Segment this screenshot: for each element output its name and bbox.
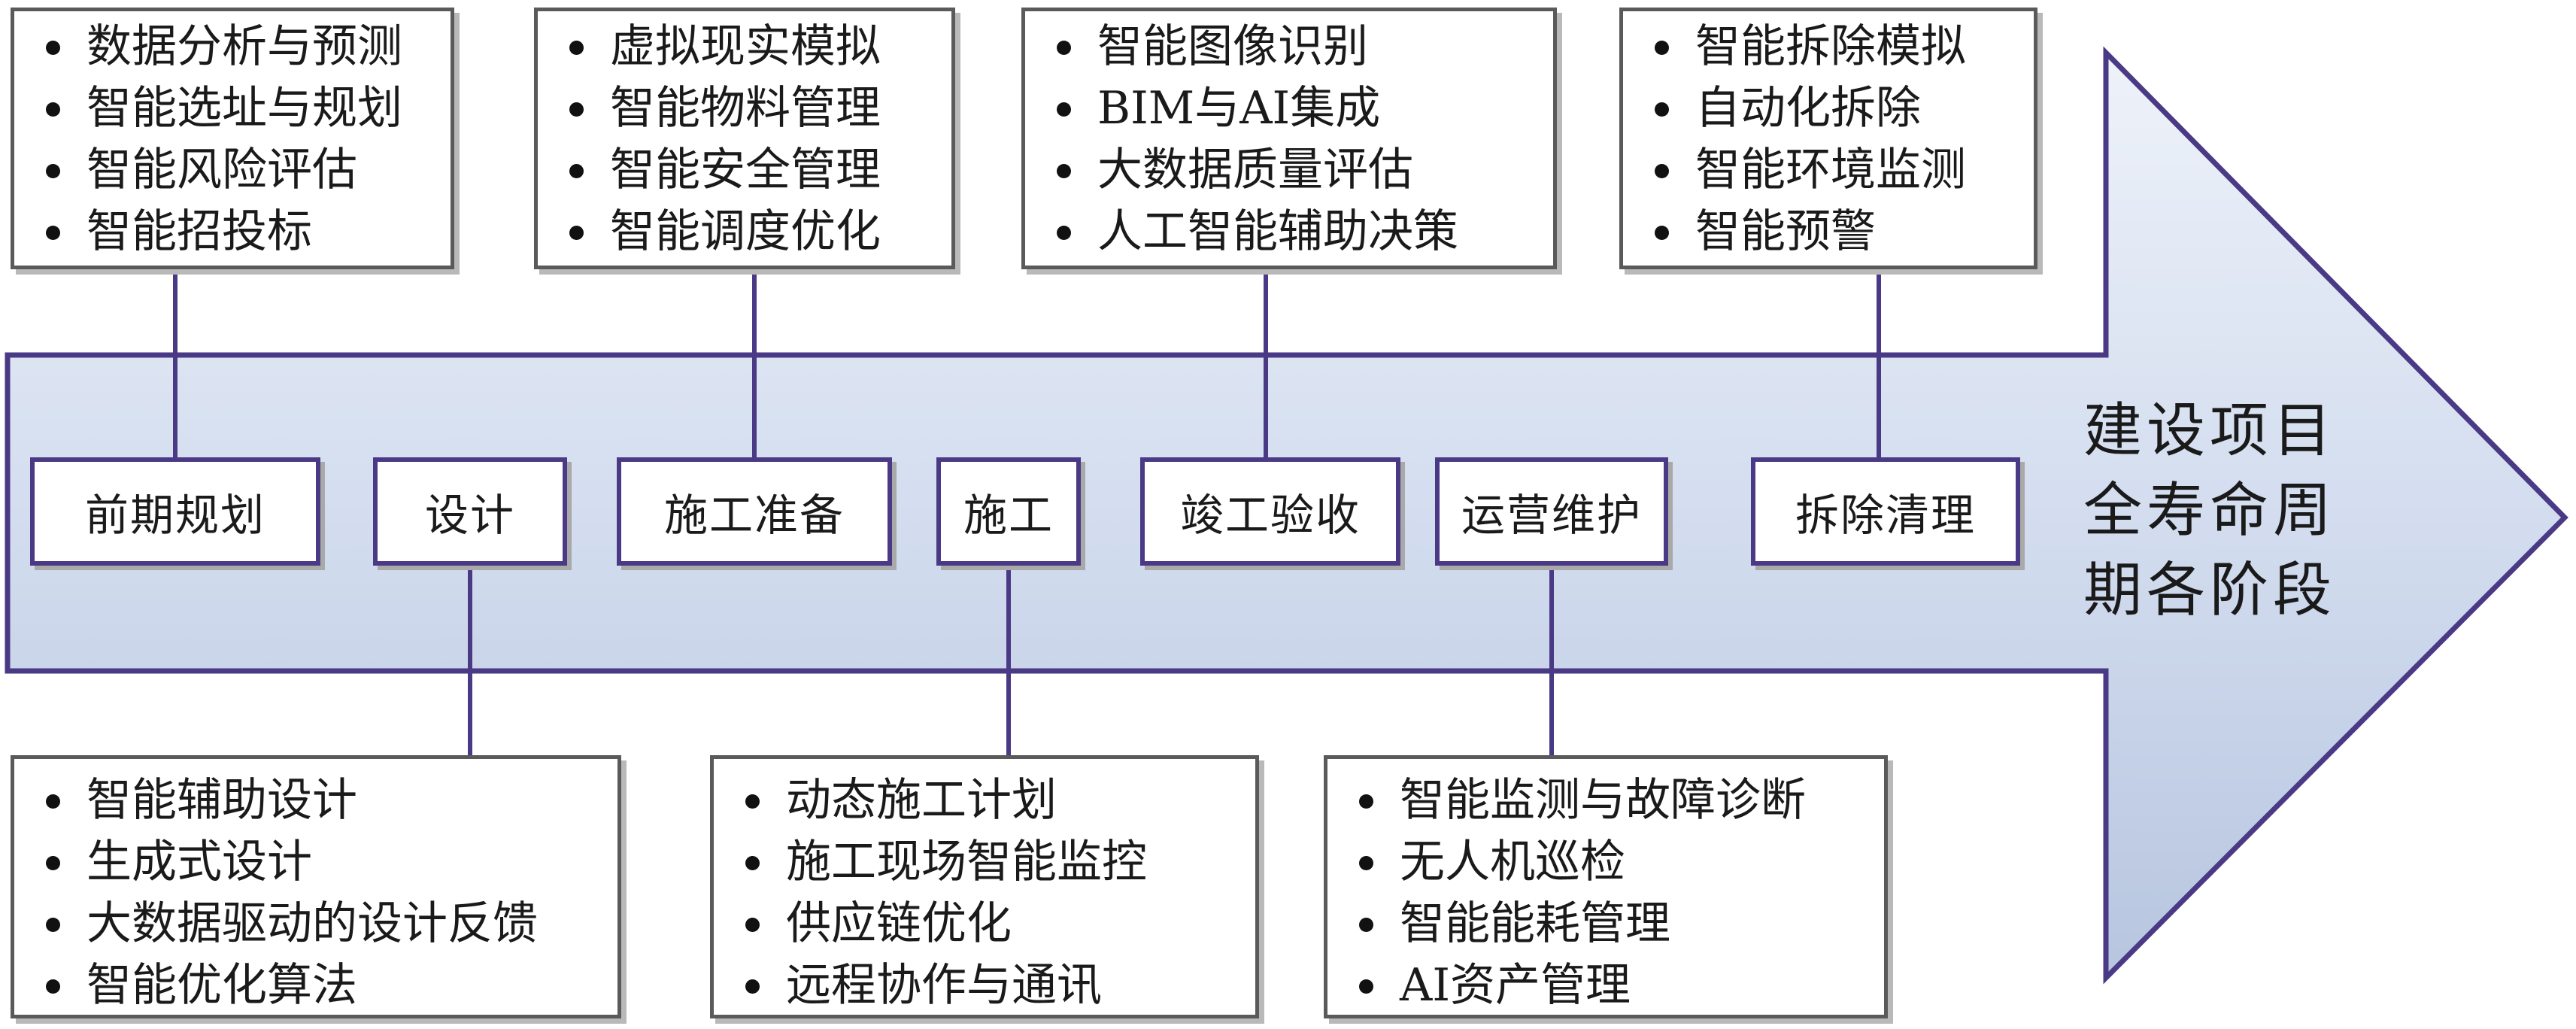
list-item: 大数据驱动的设计反馈: [14, 893, 617, 955]
list-item: 数据分析与预测: [14, 16, 451, 77]
arrow-title-line: 全寿命周: [2083, 477, 2337, 545]
list-item: 动态施工计划: [714, 769, 1255, 831]
stage-operation: 运营维护: [1435, 457, 1668, 566]
arrow-title: 建设项目 全寿命周 期各阶段: [2083, 391, 2399, 630]
stage-demolition: 拆除清理: [1751, 457, 2020, 566]
top-box-planning: 数据分析与预测 智能选址与规划 智能风险评估 智能招投标: [11, 8, 454, 269]
list-item: 智能招投标: [14, 201, 451, 263]
list-item: 智能图像识别: [1025, 16, 1553, 77]
top-box-acceptance: 智能图像识别 BIM与AI集成 大数据质量评估 人工智能辅助决策: [1021, 8, 1557, 269]
stage-construction-prep: 施工准备: [617, 457, 892, 566]
top-box-construction-prep: 虚拟现实模拟 智能物料管理 智能安全管理 智能调度优化: [534, 8, 955, 269]
list-item: 人工智能辅助决策: [1025, 201, 1553, 263]
list-item: 智能预警: [1623, 201, 2034, 263]
arrow-title-line: 期各阶段: [2083, 557, 2337, 624]
list-item: AI资产管理: [1327, 955, 1884, 1016]
list-item: 智能能耗管理: [1327, 893, 1884, 955]
list-item: 施工现场智能监控: [714, 831, 1255, 893]
list-item: 智能选址与规划: [14, 77, 451, 139]
list-item: 智能安全管理: [538, 139, 951, 201]
list-item: 供应链优化: [714, 893, 1255, 955]
list-item: 虚拟现实模拟: [538, 16, 951, 77]
list-item: BIM与AI集成: [1025, 77, 1553, 139]
bottom-box-construction: 动态施工计划 施工现场智能监控 供应链优化 远程协作与通讯: [710, 755, 1259, 1018]
list-item: 智能监测与故障诊断: [1327, 769, 1884, 831]
top-box-demolition: 智能拆除模拟 自动化拆除 智能环境监测 智能预警: [1619, 8, 2037, 269]
list-item: 无人机巡检: [1327, 831, 1884, 893]
list-item: 智能物料管理: [538, 77, 951, 139]
list-item: 智能辅助设计: [14, 769, 617, 831]
stage-acceptance: 竣工验收: [1140, 457, 1400, 566]
list-item: 大数据质量评估: [1025, 139, 1553, 201]
stage-design: 设计: [373, 457, 567, 566]
list-item: 远程协作与通讯: [714, 955, 1255, 1016]
bottom-box-operation: 智能监测与故障诊断 无人机巡检 智能能耗管理 AI资产管理: [1324, 755, 1888, 1018]
stage-planning: 前期规划: [30, 457, 320, 566]
list-item: 智能环境监测: [1623, 139, 2034, 201]
list-item: 生成式设计: [14, 831, 617, 893]
list-item: 智能拆除模拟: [1623, 16, 2034, 77]
arrow-title-line: 建设项目: [2083, 397, 2337, 465]
list-item: 自动化拆除: [1623, 77, 2034, 139]
stage-construction: 施工: [936, 457, 1081, 566]
list-item: 智能风险评估: [14, 139, 451, 201]
list-item: 智能调度优化: [538, 201, 951, 263]
bottom-box-design: 智能辅助设计 生成式设计 大数据驱动的设计反馈 智能优化算法: [11, 755, 621, 1018]
list-item: 智能优化算法: [14, 955, 617, 1016]
